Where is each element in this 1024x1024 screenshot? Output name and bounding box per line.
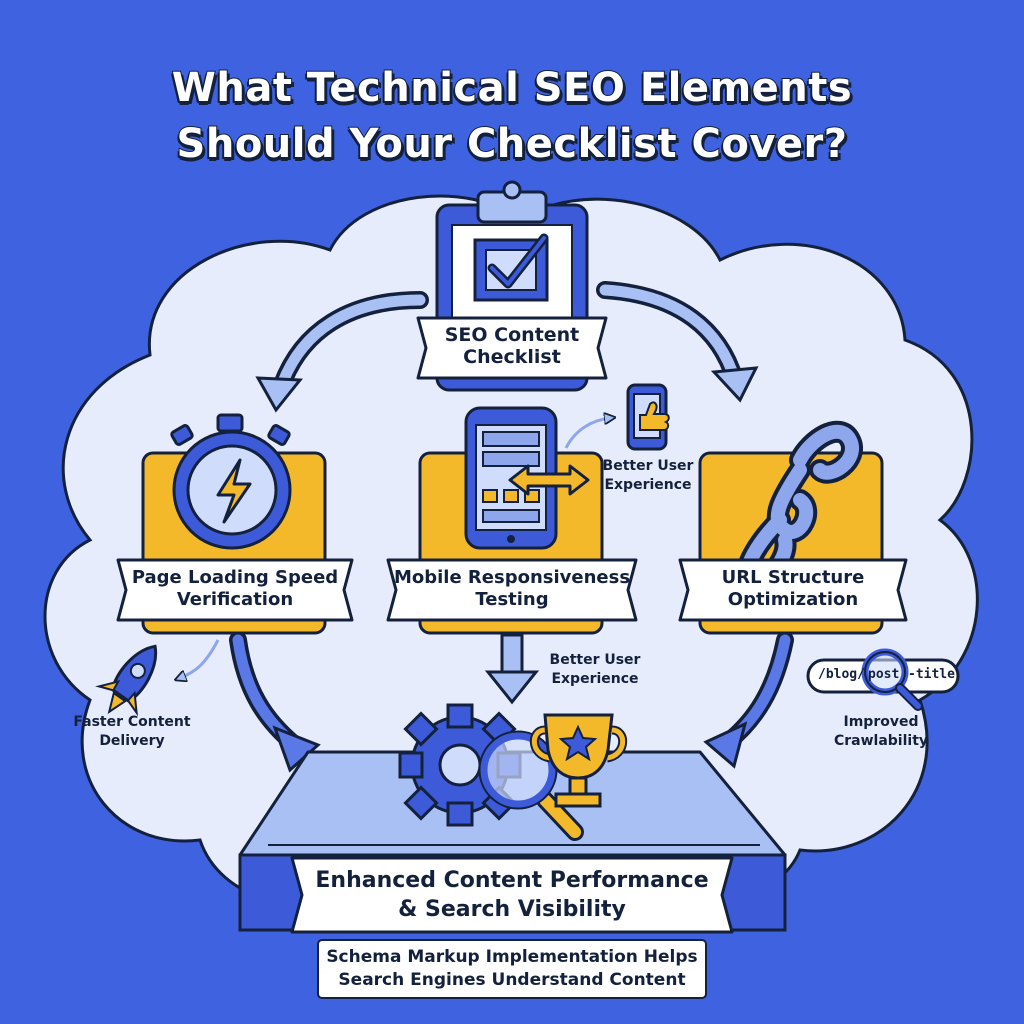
footer-note-line1: Schema Markup Implementation Helps (326, 947, 698, 967)
arrow-head-right (710, 366, 759, 403)
mobile-annotation-line2: Experience (551, 671, 639, 687)
mobile-annotation: Better User Experience (530, 651, 660, 689)
url-label-line1: URL Structure (721, 567, 865, 588)
mobile-label: Mobile Responsiveness Testing (388, 567, 636, 611)
page-title-line2: Should Your Checklist Cover? (176, 120, 848, 168)
stopwatch-lightning-icon (170, 413, 292, 550)
thumb-annotation-line1: Better User (602, 458, 694, 474)
crawl-annotation-line2: Crawlability (833, 733, 929, 749)
footer-note-box (317, 939, 707, 999)
url-pill-text: /blog/ (818, 667, 865, 682)
rocket-annotation-line2: Delivery (99, 733, 165, 749)
rocket-icon (95, 644, 158, 717)
crawl-annotation-line1: Improved (843, 714, 919, 730)
url-pill-mid: post (868, 667, 900, 682)
url-label: URL Structure Optimization (680, 567, 906, 611)
speed-label-line1: Page Loading Speed (131, 567, 339, 588)
arrow-thumb (564, 418, 610, 449)
banner-mobile (386, 558, 638, 622)
checklist-label-line2: Checklist (463, 346, 561, 368)
platform-label-line2: & Search Visibility (398, 897, 626, 922)
mobile-label-line2: Testing (475, 589, 549, 610)
banner-checklist (416, 316, 608, 380)
checklist-label: SEO Content Checklist (418, 324, 606, 368)
mobile-label-line1: Mobile Responsiveness (393, 567, 631, 588)
speed-label: Page Loading Speed Verification (118, 567, 352, 611)
arrow-rocket (180, 639, 220, 678)
trophy-icon (529, 713, 628, 808)
speed-label-line2: Verification (176, 589, 294, 610)
url-pill-left: /blog/ (818, 667, 865, 682)
magnifier-icon (861, 648, 923, 711)
rocket-annotation-line1: Faster Content (73, 714, 191, 730)
platform-label: Enhanced Content Performance & Search Vi… (292, 866, 732, 924)
page-title-line1: What Technical SEO Elements (171, 64, 853, 112)
banner-url (678, 558, 908, 622)
arrow-head-left (255, 376, 304, 413)
url-label-line2: Optimization (727, 589, 859, 610)
checklist-label-line1: SEO Content (444, 324, 580, 346)
arrow-mobile-to-platform (484, 633, 540, 705)
smartphone-layout-icon (464, 406, 590, 550)
platform-label-line1: Enhanced Content Performance (315, 868, 709, 893)
url-pill-right: -title (908, 667, 955, 682)
banner-speed (116, 558, 354, 622)
thumb-annotation: Better User Experience (592, 457, 704, 495)
crawl-annotation: Improved Crawlability (816, 713, 946, 751)
banner-platform (290, 856, 734, 934)
phone-thumbs-up-icon (626, 383, 670, 451)
mobile-annotation-line1: Better User (549, 652, 641, 668)
footer-note: Schema Markup Implementation Helps Searc… (318, 946, 706, 992)
rocket-annotation: Faster Content Delivery (62, 713, 202, 751)
footer-note-line2: Search Engines Understand Content (338, 970, 686, 990)
thumb-annotation-line2: Experience (604, 477, 692, 493)
